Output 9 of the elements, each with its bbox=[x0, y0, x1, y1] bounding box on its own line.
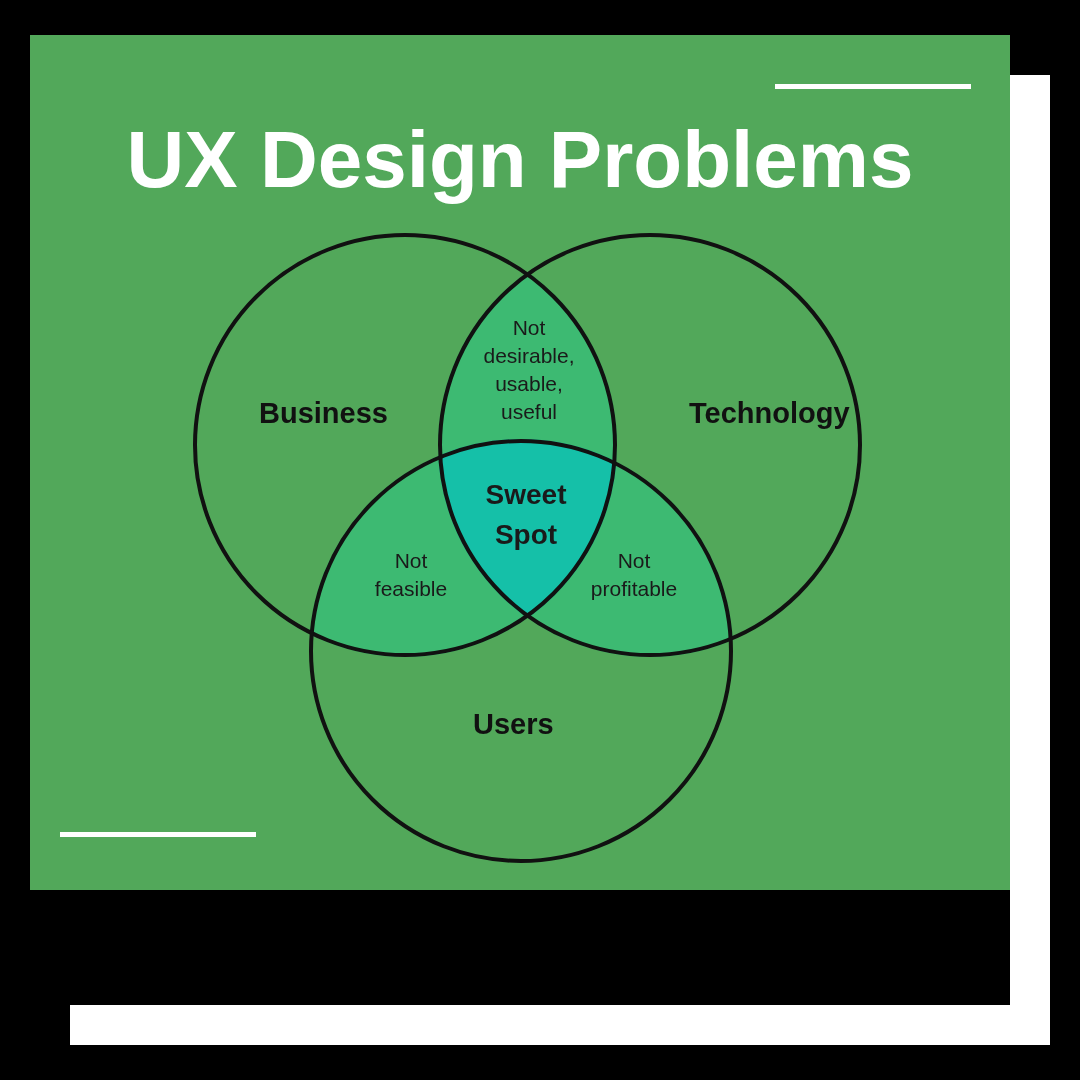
region-label: Not desirable, usable, useful bbox=[482, 315, 576, 425]
region-label: Sweet Spot bbox=[484, 478, 568, 552]
region-label: Not feasible bbox=[373, 548, 449, 602]
region-label: Not profitable bbox=[589, 548, 679, 602]
title: UX Design Problems bbox=[125, 115, 915, 205]
circle-label: Users bbox=[473, 708, 554, 741]
venn-circle bbox=[309, 439, 733, 863]
circle-label: Business bbox=[259, 397, 388, 430]
circle-label: Technology bbox=[689, 397, 850, 430]
